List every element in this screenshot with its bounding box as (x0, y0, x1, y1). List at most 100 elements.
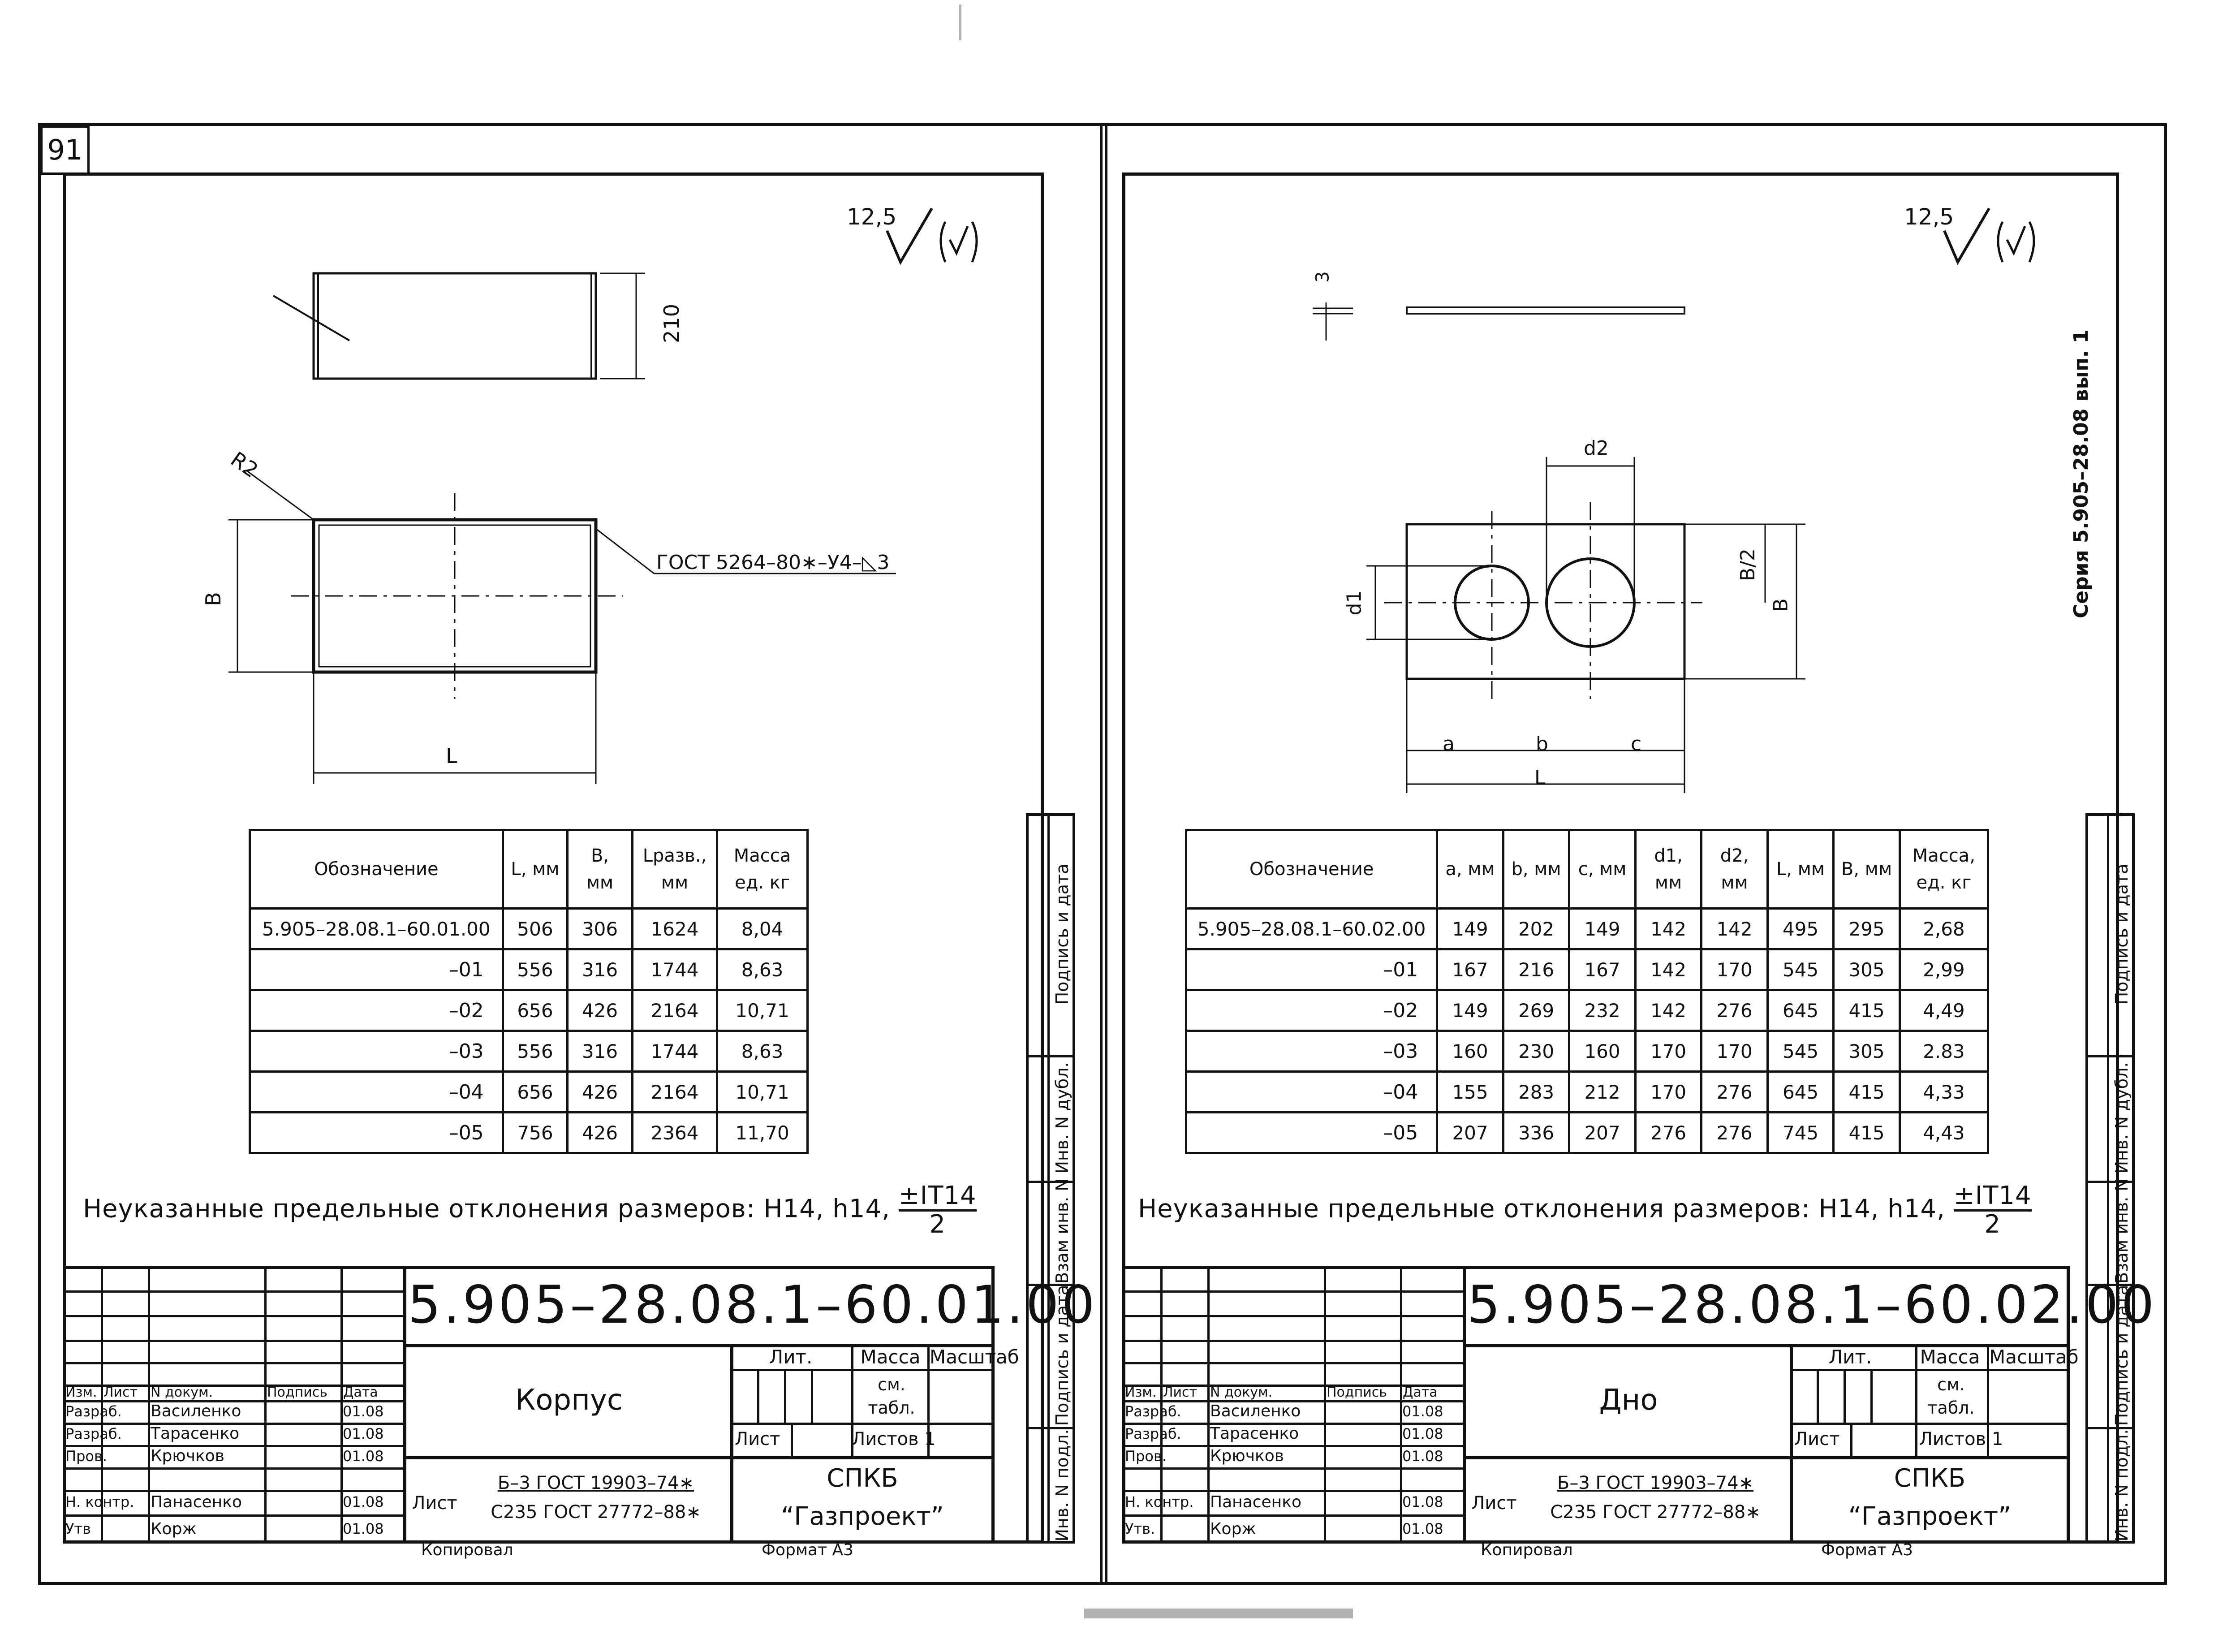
side-stamp-cell: Подпись и дата (1052, 1285, 1072, 1426)
cell: 155 (1436, 1070, 1504, 1113)
see-table: см. табл. (1927, 1375, 1975, 1418)
cell: 306 (566, 907, 633, 950)
frame-line (63, 1385, 403, 1387)
doc-number: 5.905–28.08.1–60.02.00 (1467, 1275, 2157, 1335)
frame-line (63, 1315, 403, 1317)
part-name: Дно (1599, 1384, 1658, 1417)
person-date: 01.08 (1402, 1493, 1443, 1510)
dim-c: c (1631, 733, 1642, 755)
copied-label: Копировал (421, 1541, 513, 1559)
frame-line (1026, 1284, 1075, 1286)
format-label: Формат А3 (762, 1541, 854, 1559)
frame-line (2085, 1427, 2135, 1429)
frame-line (1844, 1369, 1846, 1423)
frame-line (1122, 1266, 2070, 1269)
col-header: L, мм (501, 829, 569, 910)
cell: 556 (501, 1030, 569, 1073)
frame-line (1026, 1541, 1075, 1544)
person-date: 01.08 (343, 1425, 384, 1442)
frame-line (1122, 1514, 1463, 1517)
frame-line (2085, 1181, 2135, 1183)
cell: 2.83 (1898, 1030, 1990, 1073)
format-label: Формат А3 (1821, 1541, 1913, 1559)
frame-line (791, 1423, 793, 1456)
left-tolerance-note: Неуказанные предельные отклонения размер… (83, 1182, 977, 1238)
side-stamp-cell: Инв. N подл. (2112, 1429, 2132, 1542)
cell: 506 (501, 907, 569, 950)
column-header: N докум. (1210, 1385, 1273, 1400)
weld-symbol: ГОСТ 5264–80∗–У4–◺3 (656, 551, 890, 574)
frame-line (63, 1540, 995, 1544)
column-header: Изм. (65, 1385, 97, 1400)
side-stamp-cell: Взам инв. N (1052, 1178, 1072, 1284)
doc-number: 5.905–28.08.1–60.01.00 (408, 1275, 1098, 1335)
frame-line (63, 1467, 403, 1470)
person-name: Панасенко (151, 1493, 242, 1511)
material-top: Б–3 ГОСТ 19903–74∗ (497, 1473, 694, 1493)
col-header: d2, мм (1700, 829, 1769, 910)
note-text: Неуказанные предельные отклонения размер… (1138, 1194, 1945, 1224)
person-role (1125, 1467, 1206, 1490)
cell: 5.905–28.08.1–60.01.00 (249, 907, 504, 950)
frame-line (1790, 1369, 2070, 1371)
dim-b: B (1769, 598, 1792, 612)
frame-line (2085, 813, 2088, 1544)
cell: 276 (1700, 1070, 1769, 1113)
person-role: Утв. (1125, 1520, 1155, 1537)
cell: 10,71 (716, 1070, 809, 1113)
frame-line (63, 1362, 403, 1364)
lit-label: Лит. (1828, 1346, 1872, 1368)
frame-line (2067, 1266, 2070, 1544)
cell: 295 (1832, 907, 1901, 950)
person-date: 01.08 (343, 1403, 384, 1420)
cell: 170 (1634, 1070, 1703, 1113)
frame-line (1160, 1266, 1163, 1544)
cell: 232 (1568, 989, 1637, 1032)
cell: –05 (1185, 1111, 1439, 1154)
scale-label: Масштаб (930, 1346, 1019, 1368)
frame-line (991, 1266, 995, 1544)
person-name: Тарасенко (1210, 1424, 1299, 1443)
side-stamp-cell: Инв. N дубл. (2112, 1062, 2132, 1174)
person-date: 01.08 (343, 1493, 384, 1510)
cell: 2,68 (1898, 907, 1990, 950)
fraction-numerator: ±IT14 (1953, 1182, 2032, 1212)
cell: 4,43 (1898, 1111, 1990, 1154)
person-role: Утв (65, 1520, 91, 1537)
frame-line (148, 1266, 150, 1544)
sheet-label: Лист (1794, 1429, 1840, 1449)
scan-streak (1084, 1609, 1353, 1618)
bottom-plate-view (1313, 302, 1805, 793)
frame-line (730, 1344, 733, 1544)
frame-line (851, 1344, 853, 1456)
person-date: 01.08 (1402, 1425, 1443, 1442)
series-label: Серия 5.905–28.08 вып. 1 (2070, 329, 2093, 618)
lit-label: Лит. (769, 1346, 813, 1368)
material-bottom: С235 ГОСТ 27772–88∗ (1550, 1502, 1761, 1523)
dim-b-half: B/2 (1736, 548, 1760, 582)
frame-line (264, 1266, 267, 1544)
cell: 207 (1568, 1111, 1637, 1154)
person-date: 01.08 (1402, 1520, 1443, 1537)
cell: 426 (566, 1111, 633, 1154)
cell: 545 (1766, 948, 1835, 991)
cell: 207 (1436, 1111, 1504, 1154)
frame-line (63, 1514, 403, 1517)
side-stamp-cell: Подпись и дата (2112, 1285, 2132, 1426)
org-name-2: “Газпроект” (781, 1502, 944, 1531)
cell: 202 (1502, 907, 1571, 950)
body-side-view (228, 272, 896, 784)
org-name: СПКБ (827, 1464, 898, 1493)
right-spec-table: Обозначение a, мм b, мм c, мм d1, мм d2,… (1185, 829, 1990, 1154)
frame-line (2085, 1284, 2135, 1286)
part-name: Корпус (515, 1384, 623, 1417)
frame-line (927, 1344, 930, 1456)
person-role: Разраб. (1125, 1403, 1181, 1420)
column-header: Лист (103, 1385, 138, 1400)
frame-line (730, 1369, 995, 1371)
